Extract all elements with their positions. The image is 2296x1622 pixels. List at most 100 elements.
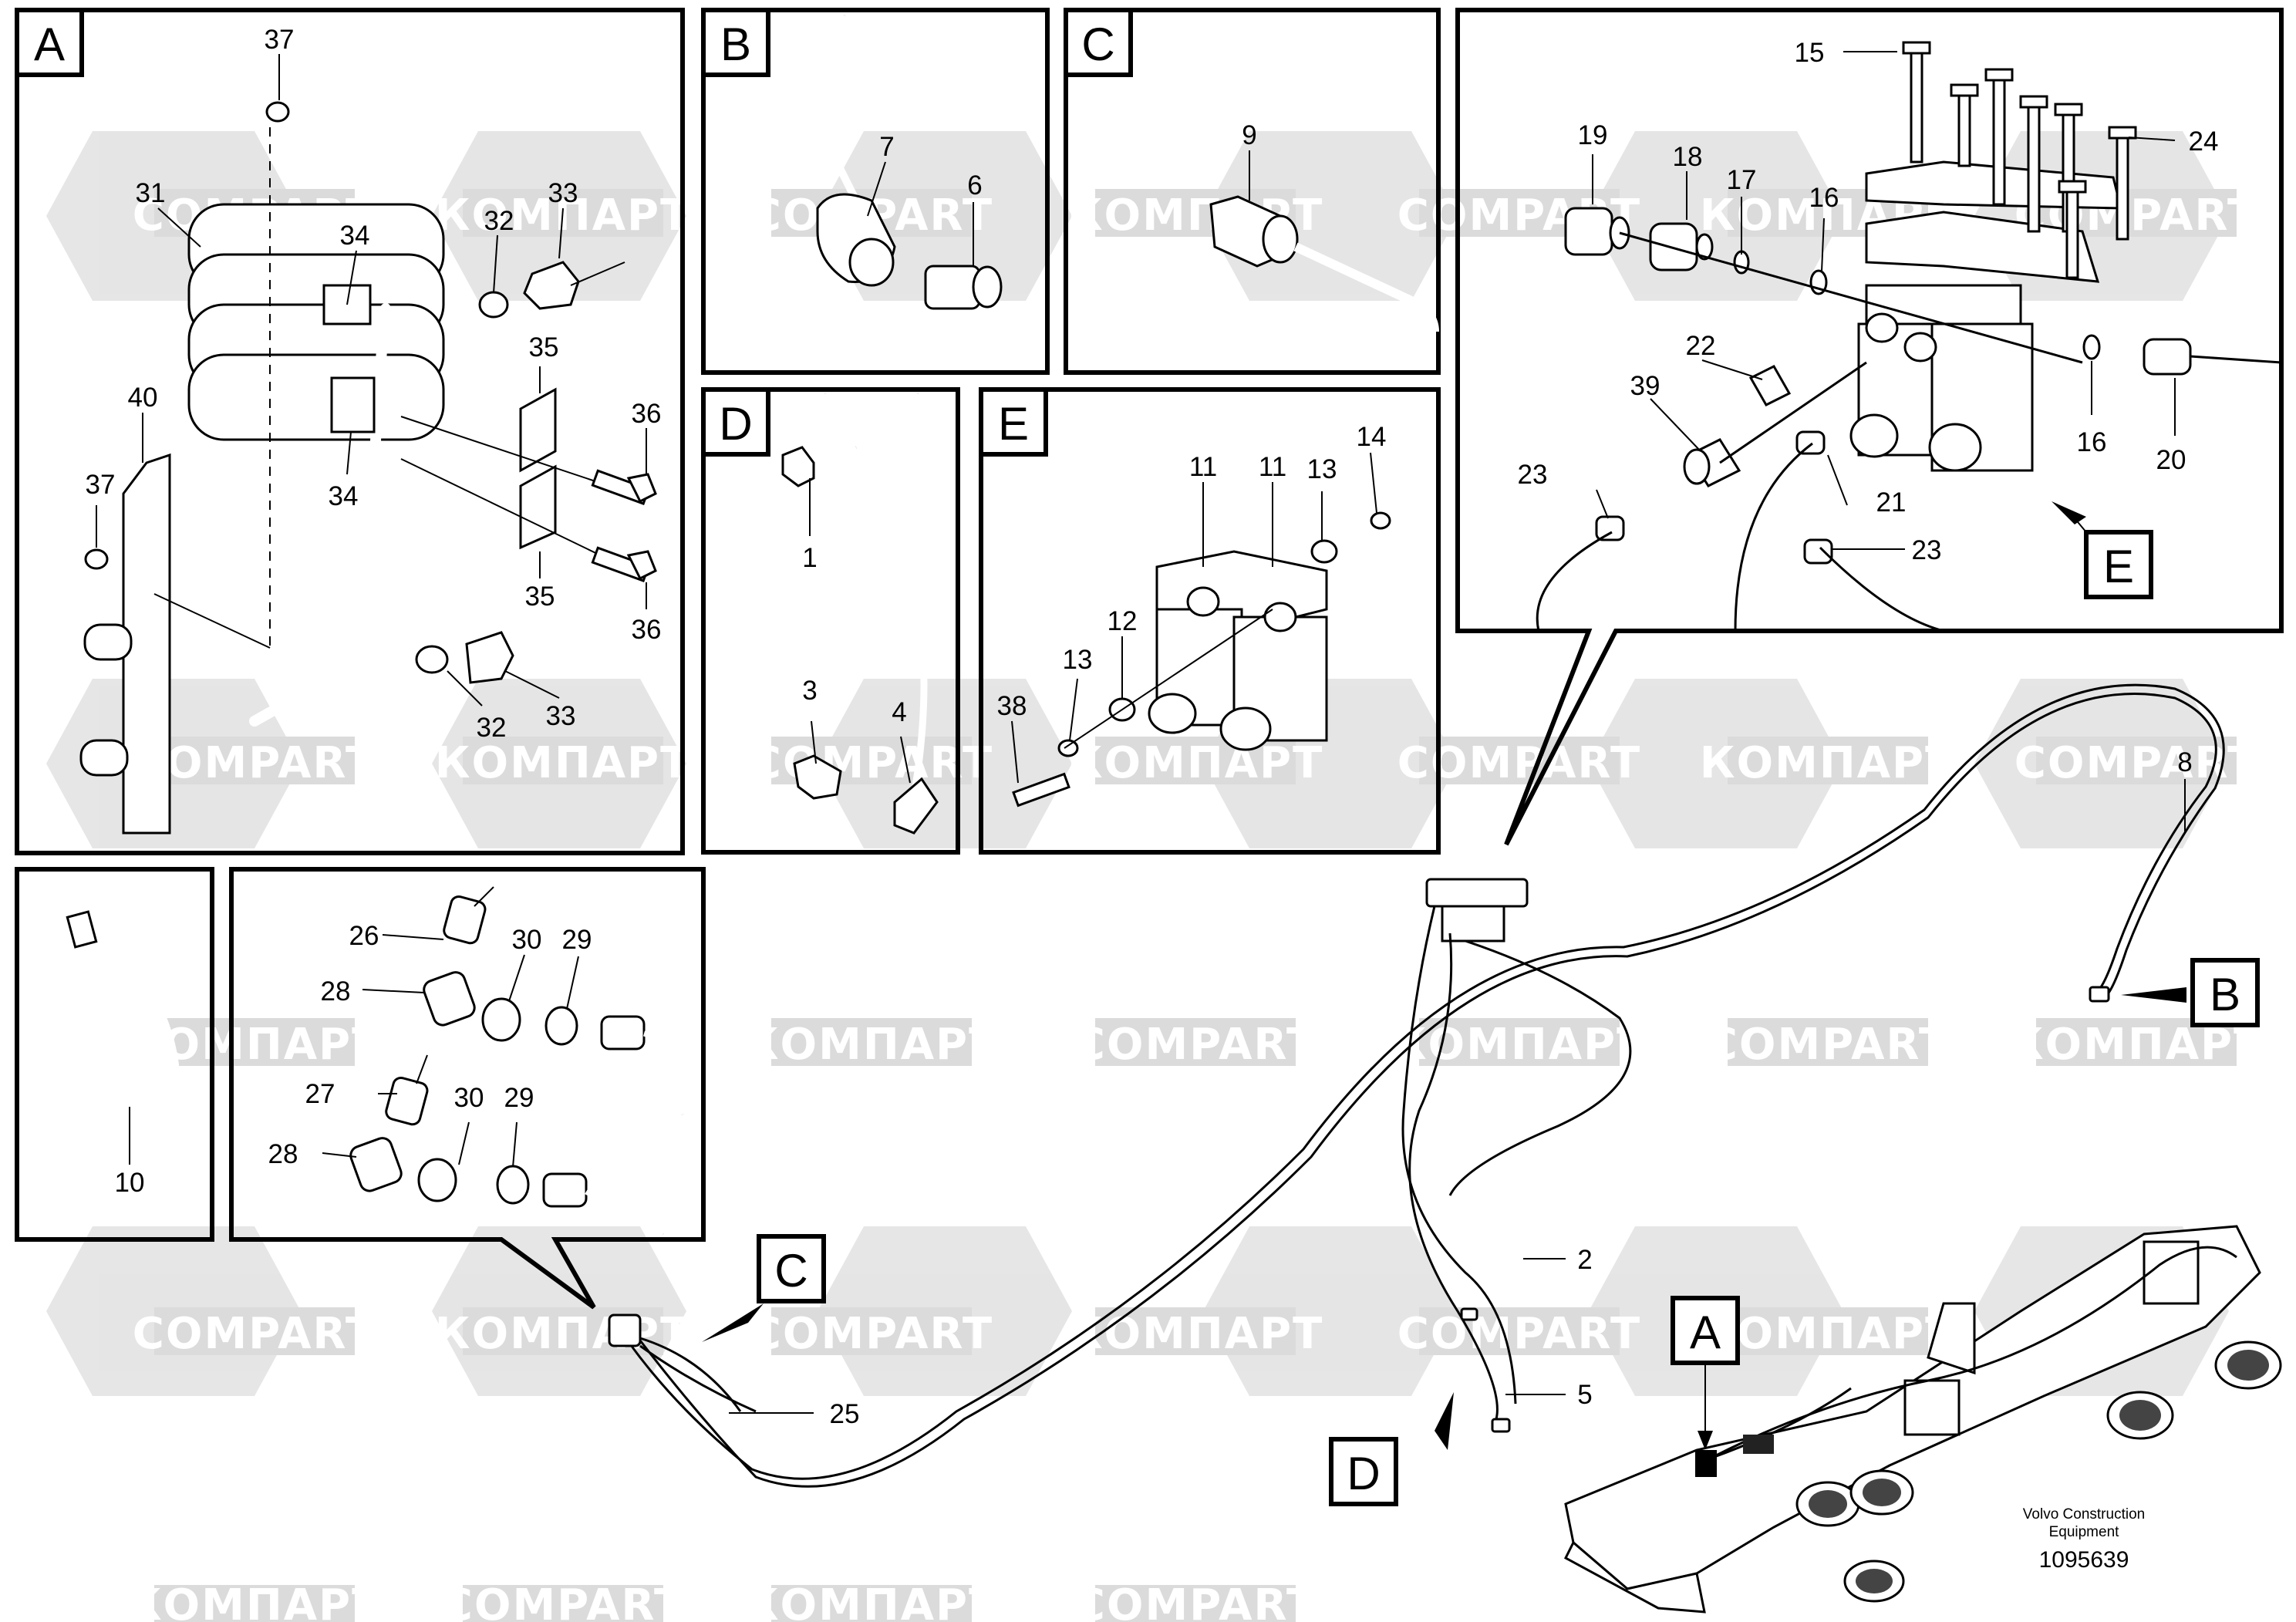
watermark-text: КОМПАРТ: [743, 1580, 1000, 1622]
watermark-text: COMPART: [1397, 738, 1641, 788]
callout-label: A: [1690, 1307, 1721, 1358]
part-number-label: 8: [2177, 747, 2192, 777]
watermark-text: КОМПАРТ: [743, 1020, 1000, 1070]
part-number-label: 16: [1809, 183, 1839, 213]
panel-label: D: [719, 398, 752, 450]
document-number: 1095639: [2039, 1547, 2129, 1573]
company-name-line2: Equipment: [2049, 1524, 2120, 1540]
part-number-label: 32: [477, 713, 507, 743]
part-number-label: 6: [967, 170, 982, 201]
part-number-label: 27: [305, 1079, 335, 1109]
panel-label: B: [720, 19, 751, 70]
watermark-text: COMPART: [1074, 1580, 1317, 1622]
part-number-label: 12: [1108, 606, 1138, 636]
panel-c: C 9: [1064, 8, 1441, 375]
callout-box: [1671, 1296, 1740, 1365]
part-number-label: 38: [997, 691, 1027, 721]
part-number-label: 36: [632, 399, 662, 429]
watermark-text: КОМПАРТ: [1391, 1020, 1648, 1070]
leader-lines: [96, 54, 647, 706]
watermark-text: КОМПАРТ: [435, 738, 692, 788]
part-number-label: 11: [1189, 452, 1217, 482]
watermark-text: COMPART: [750, 1309, 993, 1359]
panel-label: A: [34, 19, 65, 70]
footer: Volvo Construction Equipment 1095639: [2023, 1506, 2145, 1573]
callout-box: [2084, 530, 2153, 599]
part-number-label: 30: [512, 925, 542, 955]
part-number-label: 14: [1357, 422, 1387, 452]
panel-d: D 1 3 4: [701, 387, 960, 855]
part-number-label: 36: [632, 615, 662, 645]
part-number-label: 24: [2189, 126, 2219, 157]
panel-connector-detail: 26 28 30 29 27 28 30 29: [229, 867, 706, 1310]
part-number-label: 29: [504, 1083, 534, 1113]
part-number-label: 23: [1912, 535, 1942, 565]
panel-cable-tie: 10: [15, 867, 214, 1242]
part-number-label: 16: [2077, 427, 2107, 457]
part-number-label: 29: [562, 925, 592, 955]
part-number-label: 20: [2156, 445, 2186, 475]
part-number-label: 34: [329, 481, 359, 511]
angled-connector-illustration: [816, 14, 1003, 310]
callout-box: [757, 1234, 826, 1303]
part-number-label: 32: [484, 206, 514, 236]
part-number-label: 28: [268, 1139, 298, 1169]
part-number-label: 35: [529, 332, 559, 363]
watermark-text: COMPART: [133, 1309, 376, 1359]
panel-e: E 11 11 13 14 12 13 38: [979, 387, 1441, 855]
part-number-label: 13: [1307, 454, 1337, 484]
callout-label: D: [1347, 1448, 1380, 1499]
company-name-line1: Volvo Construction: [2023, 1506, 2145, 1523]
callout-box: [2190, 958, 2260, 1027]
part-number-label: 9: [1242, 120, 1256, 150]
part-number-label: 22: [1686, 331, 1716, 361]
watermark-text: COMPART: [1397, 1309, 1641, 1359]
panel-label: C: [1081, 19, 1114, 70]
part-number-label: 4: [892, 697, 906, 727]
part-number-label: 40: [128, 383, 158, 413]
connector-illustration: [349, 895, 686, 1237]
watermark-text: COMPART: [1074, 1020, 1317, 1070]
watermark-text: КОМПАРТ: [2008, 1020, 2265, 1070]
watermark-text: КОМПАРТ: [126, 1580, 383, 1622]
part-number-label: 28: [321, 976, 351, 1007]
part-number-label: 7: [879, 132, 894, 162]
coil-tube-illustration: [187, 127, 445, 727]
part-number-label: 26: [349, 921, 379, 951]
valve-block-illustration: [1012, 511, 1391, 808]
part-number-label: 35: [525, 582, 555, 612]
watermark-text: COMPART: [1706, 1020, 1950, 1070]
hardware-illustration: [84, 101, 657, 684]
panel-label: E: [998, 398, 1029, 450]
watermark-text: COMPART: [750, 738, 993, 788]
part-number-label: 5: [1577, 1380, 1592, 1410]
valve-assembly-illustration: [1536, 41, 2282, 632]
watermark-text: КОМПАРТ: [1067, 1309, 1324, 1359]
part-number-label: 17: [1727, 165, 1757, 195]
part-number-label: 3: [802, 676, 817, 706]
part-number-label: 30: [454, 1083, 484, 1113]
callout-box: [1329, 1437, 1398, 1506]
bracket-illustration: [79, 453, 271, 835]
panel-a: A: [15, 8, 685, 855]
callout-label: E: [2103, 541, 2134, 592]
machine-frame-thumbnail: [1564, 1225, 2282, 1614]
overview-callouts: B C D A: [757, 958, 2260, 1506]
watermark-text: КОМПАРТ: [435, 1309, 692, 1359]
panel-b: B 7 6: [701, 8, 1050, 375]
hose-illustration: [781, 392, 939, 835]
part-number-label: 33: [548, 178, 578, 208]
part-number-label: 25: [830, 1399, 860, 1429]
bolt-illustration: [1902, 41, 2137, 279]
panel-label-box: [15, 8, 84, 77]
part-number-label: 11: [1259, 452, 1286, 482]
harness-overview: 2 5 8 25: [608, 683, 2225, 1488]
watermark-text: COMPART: [441, 1580, 685, 1622]
part-number-label: 19: [1578, 120, 1608, 150]
cable-tie-illustration: [66, 910, 180, 1101]
panel-e-detail: 15 24 19 18 17 16 22 39 16 20 23 21 23 E: [1455, 8, 2284, 846]
part-number-label: 31: [136, 178, 166, 208]
part-number-label: 34: [340, 221, 370, 251]
watermark-text: КОМПАРТ: [1700, 1309, 1957, 1359]
